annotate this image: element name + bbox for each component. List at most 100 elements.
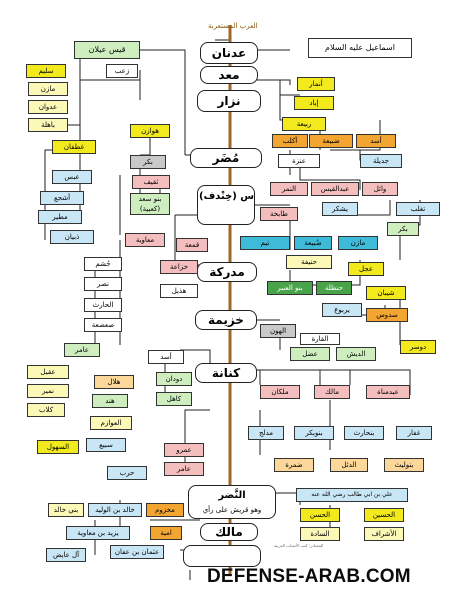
node-makhzum: مخزوم	[146, 503, 184, 517]
node-dil: الدئل	[330, 458, 368, 472]
node-dudan: دودان	[156, 372, 192, 386]
node-khalid: خالد بن الوليد	[88, 503, 142, 517]
node-zuhra: زعب	[106, 64, 138, 78]
node-dawsar: دوسر	[400, 340, 436, 354]
node-malik2: مالك	[314, 385, 350, 399]
node-dubayaa: ضبيعة	[309, 134, 353, 148]
node-subay: سبيع	[86, 438, 126, 452]
node-yashkur: يشكر	[322, 202, 358, 216]
node-muawiya: معاوية	[125, 233, 165, 247]
node-abdulqays: عبدالقيس	[311, 182, 359, 196]
node-khuzaa: خزاعة	[160, 260, 198, 274]
node-uqayl: عقيل	[27, 365, 69, 379]
node-hudhayl: هذيل	[160, 284, 198, 298]
node-uthman: عثمان بن عفان	[110, 545, 164, 559]
node-taym: تيم	[240, 236, 290, 250]
node-sada: السادة	[300, 527, 340, 541]
node-damra: ضمرة	[274, 458, 314, 472]
node-wail: وائل	[362, 182, 398, 196]
node-yazid: يزيد بن معاوية	[66, 526, 130, 540]
node-nizar: نزار	[197, 90, 261, 112]
node-amir2: عامر	[164, 462, 204, 476]
node-milkan: ملكان	[260, 385, 300, 399]
node-ilyas: إلياس (خِنْدف)	[197, 185, 255, 225]
node-adnan: عدنان	[200, 42, 258, 64]
node-mutayr: مطير	[38, 210, 82, 224]
node-taghlib: تغلب	[396, 202, 440, 216]
node-kinana: كنانة	[195, 363, 257, 383]
node-nasr: نصر	[84, 277, 122, 291]
node-banukhalid: بني خالد	[48, 503, 84, 517]
node-kilab: كلاب	[27, 403, 65, 417]
node-hawazin: هوازن	[130, 124, 170, 138]
node-adal: عضل	[290, 347, 330, 361]
node-sulaym: سليم	[26, 64, 66, 78]
node-suhul: السهول	[37, 440, 79, 454]
node-muzayna: مازن	[338, 236, 378, 250]
node-aklub: أكلب	[272, 134, 308, 148]
node-abs: عبس	[52, 170, 92, 184]
node-ismail: اسماعيل عليه السلام	[308, 38, 412, 58]
node-harb: حرب	[107, 466, 147, 480]
node-ijl: عجل	[348, 262, 384, 276]
node-bunubakr: بنوبكر	[294, 426, 334, 440]
node-abdmanat: عبدمناة	[366, 385, 410, 399]
node-hun: الهون	[260, 324, 296, 338]
node-asad2: أسد	[148, 350, 184, 364]
node-dubaya-bakr: ضُبيعة	[294, 236, 332, 250]
node-bahila: باهلة	[28, 118, 68, 132]
node-hind: هند	[92, 394, 128, 408]
node-nadr-note: وهو قريش على رأي	[202, 506, 262, 514]
node-thaqif: ثقيف	[132, 175, 170, 189]
node-tabikha: طابخة	[260, 207, 298, 221]
node-asad: أسد	[356, 134, 396, 148]
node-ghatafan: غطفان	[52, 140, 96, 154]
node-bunuharith: بنحارث	[344, 426, 384, 440]
node-fihr: فِهر	[183, 545, 261, 567]
chart-title: العرب المستعربة	[208, 22, 258, 30]
node-judham: جُشم	[84, 257, 122, 271]
node-amr: عمرو	[164, 443, 204, 457]
footnote: المصادر: كتب الأنساب العربية	[274, 543, 324, 548]
node-anmar: أنمار	[297, 77, 335, 91]
node-jadila: جديلة	[360, 154, 402, 168]
node-yarbu: يربوع	[322, 303, 362, 317]
node-ashja: أشجع	[40, 191, 84, 205]
watermark: DEFENSE-ARAB.COM	[207, 566, 411, 587]
node-numayr: نمير	[27, 384, 69, 398]
node-bakr-wail: بكر	[387, 222, 419, 236]
node-qamaa: قمعة	[176, 238, 208, 252]
node-ashraf: الأشراف	[364, 527, 404, 541]
node-hasan: الحسن	[300, 508, 340, 522]
node-mudar: مُضَر	[190, 148, 262, 168]
node-malik: مالك	[200, 523, 258, 541]
node-qara: القارة	[300, 333, 340, 345]
node-khuzayma: خزيمة	[195, 310, 257, 330]
node-ghifar: غفار	[396, 426, 432, 440]
node-rabia: ربيعة	[282, 117, 326, 131]
node-kahil: كاهل	[156, 392, 192, 406]
node-nadr: النَّضر وهو قريش على رأي	[188, 485, 276, 519]
node-qays-aylan: قيس عيلان	[74, 41, 140, 59]
node-bunulayth: بنوليث	[384, 458, 424, 472]
node-anaza: عنزة	[278, 154, 320, 168]
node-hilal: هلال	[94, 375, 134, 389]
node-mudrika: مدركة	[197, 262, 257, 282]
node-ali: علي بن ابي طالب رضي الله عنه	[296, 488, 408, 502]
node-umayya: امية	[150, 526, 182, 540]
node-hanifa: حنيفة	[286, 255, 332, 269]
node-iyad: إياد	[294, 96, 334, 110]
node-bulanbar: بنو العنبر	[267, 281, 313, 295]
node-sasaa: صعصعة	[84, 318, 122, 332]
node-ayidh: آل عايض	[46, 548, 86, 562]
node-ilyas-label: إلياس (خِنْدف)	[199, 191, 255, 202]
node-hanzala: حنظلة	[316, 281, 352, 295]
node-mazin: مازن	[28, 82, 68, 96]
node-mudlij: مدلج	[248, 426, 284, 440]
node-maad: معد	[200, 66, 258, 84]
node-banusaad: بنو سعد (كعبية)	[130, 193, 170, 215]
node-dhubyan: ذبيان	[50, 230, 94, 244]
node-amir: عامر	[64, 343, 100, 357]
node-husayn: الحسين	[364, 508, 404, 522]
node-sadus: سدوس	[366, 308, 408, 322]
